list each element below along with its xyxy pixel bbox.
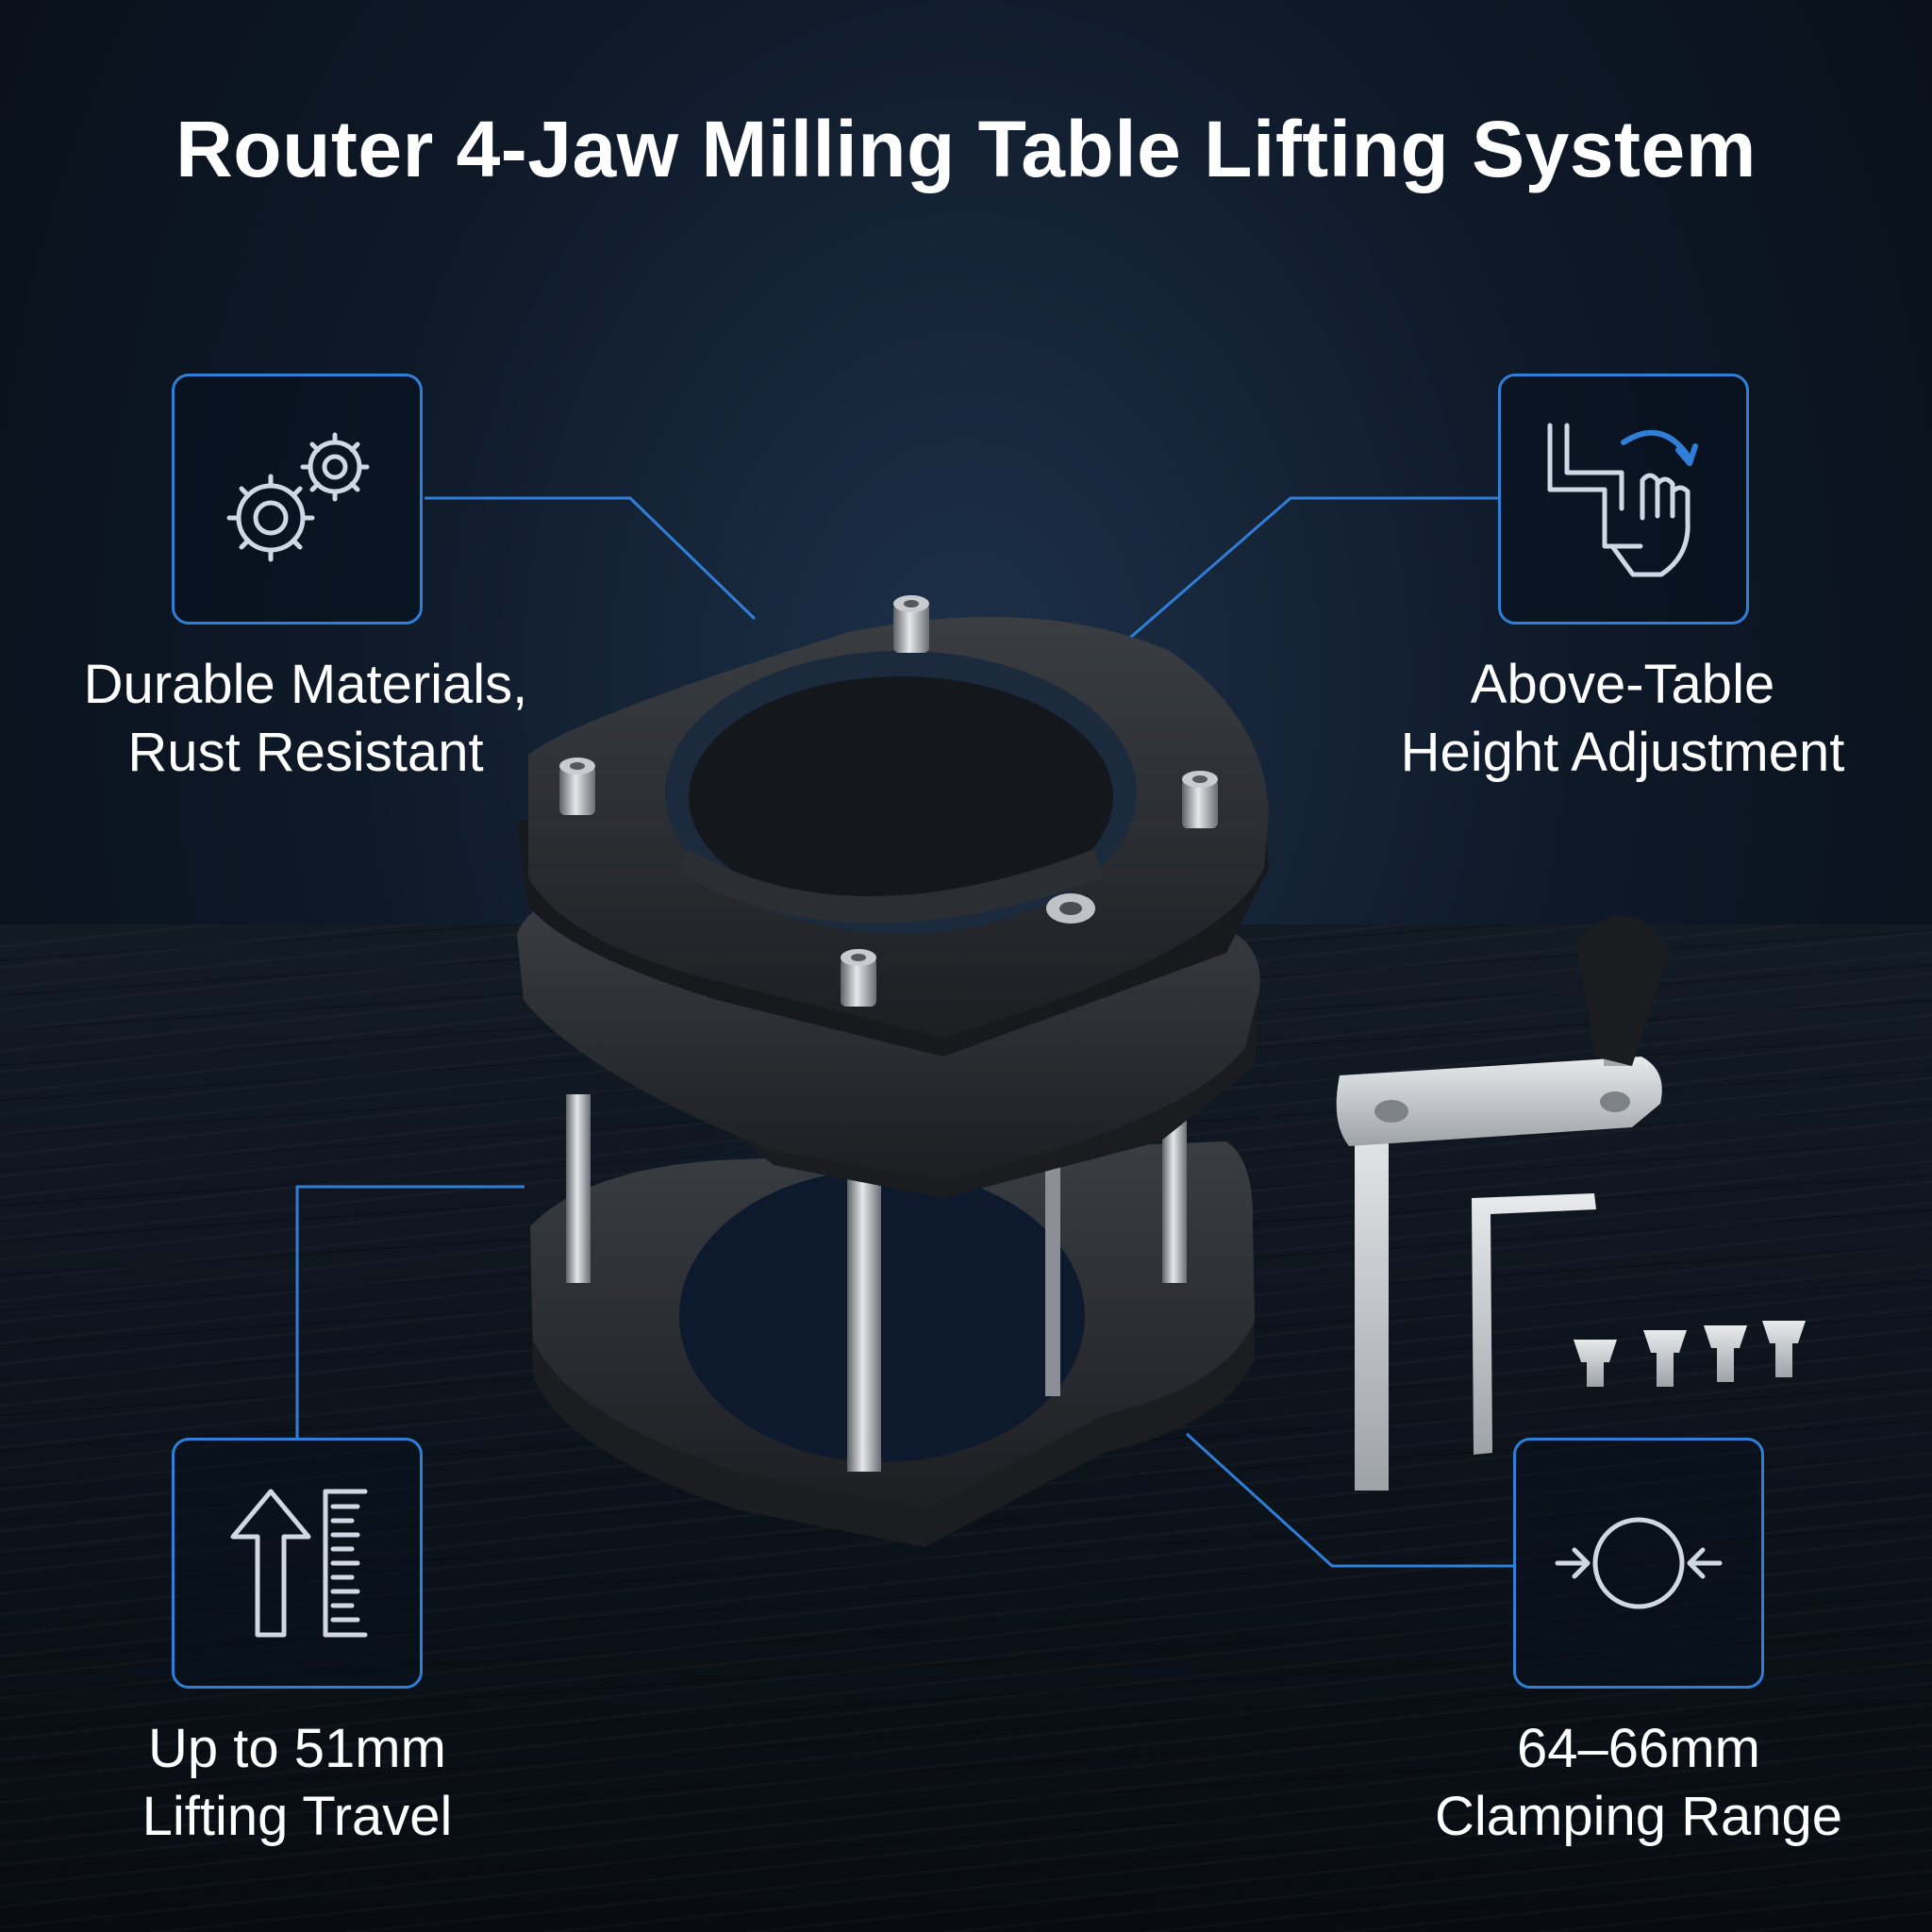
lifting-caption-line2: Lifting Travel	[142, 1786, 453, 1847]
durable-caption-line1: Durable Materials,	[83, 654, 528, 715]
durable-caption-line2: Rust Resistant	[127, 722, 484, 783]
gears-icon	[226, 432, 370, 562]
page-title: Router 4-Jaw Milling Table Lifting Syste…	[175, 105, 1757, 193]
crank-hand-icon	[1547, 423, 1698, 577]
lifting-feature-box	[172, 1438, 423, 1689]
height-feature-box	[1498, 374, 1749, 625]
arrow-ruler-icon	[230, 1489, 368, 1638]
clamp-circle-icon	[1555, 1517, 1723, 1609]
durable-feature-box	[172, 374, 423, 625]
clamping-caption-line2: Clamping Range	[1434, 1786, 1843, 1847]
clamping-caption-line1: 64–66mm	[1517, 1718, 1760, 1779]
lifting-caption-line1: Up to 51mm	[148, 1718, 446, 1779]
clamping-caption: 64–66mm Clamping Range	[1356, 1715, 1922, 1851]
height-caption-line1: Above-Table	[1470, 654, 1775, 715]
clamping-feature-box	[1513, 1438, 1764, 1689]
durable-caption: Durable Materials, Rust Resistant	[23, 651, 589, 787]
height-caption: Above-Table Height Adjustment	[1340, 651, 1906, 787]
height-caption-line2: Height Adjustment	[1400, 722, 1845, 783]
lifting-caption: Up to 51mm Lifting Travel	[14, 1715, 580, 1851]
